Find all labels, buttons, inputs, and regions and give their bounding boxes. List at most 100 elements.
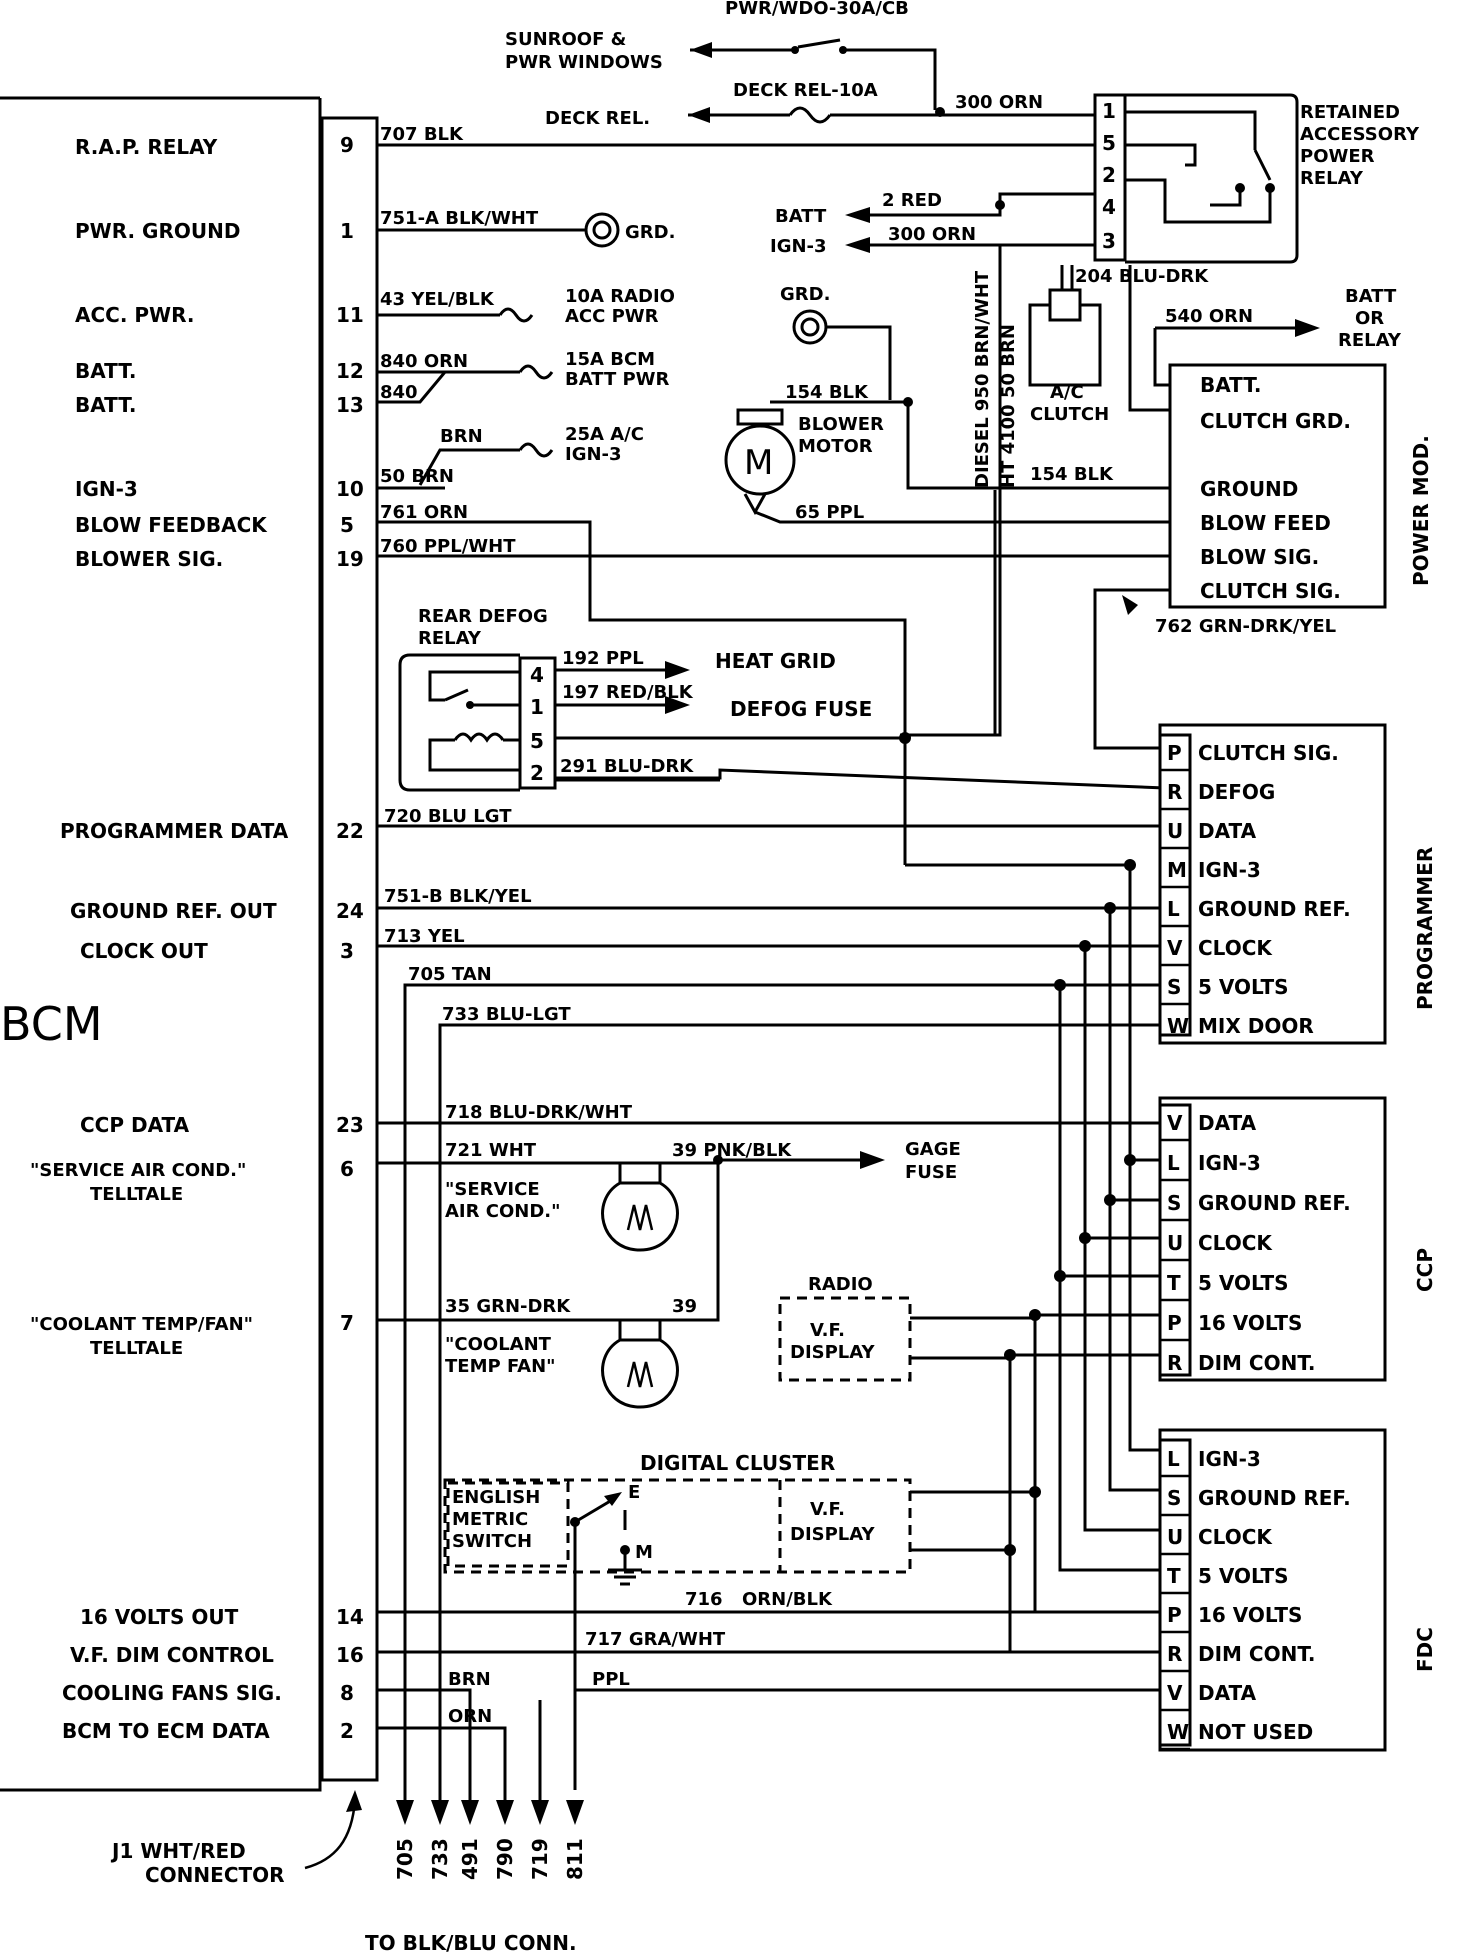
top-relay-area: PWR/WDO-30A/CB SUNROOF & PWR WINDOWS DEC…	[505, 0, 1420, 287]
bcm-top-wires: 707 BLK 751-A BLK/WHT GRD. 43 YEL/BLK 10…	[377, 124, 1170, 737]
fdc-pin-letter: L	[1167, 1447, 1180, 1471]
wire-705-tan: 705 TAN	[408, 964, 492, 985]
blower-m: M	[744, 443, 773, 483]
fdc-pin-label: CLOCK	[1198, 1525, 1273, 1549]
power-module: 540 ORN BATT OR RELAY BATT. CLUTCH GRD. …	[1093, 286, 1433, 750]
rap-pin-1: 1	[1102, 99, 1116, 123]
bottom-wire-number: 491	[458, 1838, 482, 1880]
fdc-pin-letter: V	[1167, 1681, 1183, 1705]
batt-or-relay-2: OR	[1355, 308, 1384, 329]
programmer-pin-letter: S	[1167, 975, 1181, 999]
bottom-wire-number: 733	[428, 1838, 452, 1880]
rap-pin-2: 2	[1102, 163, 1116, 187]
power-mod-title: POWER MOD.	[1409, 435, 1433, 586]
svc-bulb-2: AIR COND."	[445, 1201, 561, 1222]
arrow-down-icon	[461, 1800, 479, 1825]
ccp-pin-letter: V	[1167, 1111, 1183, 1135]
rap-pin-5: 5	[1102, 131, 1116, 155]
programmer-pin-letter: U	[1167, 819, 1183, 843]
programmer-pin-letter: W	[1167, 1014, 1189, 1038]
rap-pin-3: 3	[1102, 229, 1116, 253]
fdc-pin-label: 5 VOLTS	[1198, 1564, 1289, 1588]
ccp-pin-letter: P	[1167, 1311, 1182, 1335]
pin-num-6: 6	[340, 1157, 354, 1181]
ac-fuse-2: IGN-3	[565, 444, 622, 465]
switch-e: E	[628, 1482, 640, 1503]
ccp-pin-letter: U	[1167, 1231, 1183, 1255]
coil-icon	[453, 732, 505, 743]
wire-39-b: 39	[672, 1296, 697, 1317]
wire-154-blk-b: 154 BLK	[1030, 464, 1114, 485]
pin-label-blow-feedback: BLOW FEEDBACK	[75, 513, 268, 537]
pm-pin-batt: BATT.	[1200, 373, 1261, 397]
cluster-vf-2: DISPLAY	[790, 1524, 875, 1545]
pin-num-3: 3	[340, 939, 354, 963]
arrow-left-icon	[688, 107, 710, 123]
wire-733-blu: 733 BLU-LGT	[442, 1004, 571, 1025]
ccp-pin-label: IGN-3	[1198, 1151, 1261, 1175]
radio-fuse-2: ACC PWR	[565, 306, 659, 327]
fuse-icon	[788, 106, 832, 124]
pin-label-pwr-ground: PWR. GROUND	[75, 219, 240, 243]
service-ac-bulb-icon	[601, 1181, 679, 1252]
wire-192: 192 PPL	[562, 648, 644, 669]
wire-717: 717 GRA/WHT	[585, 1629, 726, 1650]
pin-num-16: 16	[336, 1643, 364, 1667]
arrow-left-icon	[845, 207, 870, 223]
bcm-title: BCM	[0, 997, 103, 1051]
switch-label-1: ENGLISH	[452, 1487, 540, 1508]
pin-label-batt-13: BATT.	[75, 393, 136, 417]
rear-defog-relay: REAR DEFOG RELAY 4 1 5 2 192 PPL HEAT GR…	[398, 606, 1166, 792]
defog-pin-1: 1	[530, 695, 544, 719]
power-module-body	[1168, 363, 1387, 609]
programmer-pin-letter: R	[1167, 780, 1182, 804]
arrow-down-icon	[566, 1800, 584, 1825]
pin-num-9: 9	[340, 133, 354, 157]
programmer-pin-label: DEFOG	[1198, 780, 1275, 804]
j1-label-1: J1 WHT/RED	[110, 1839, 246, 1863]
wire-751a-label: 751-A BLK/WHT	[380, 208, 539, 229]
english-metric-switch[interactable]	[446, 1481, 570, 1568]
wire-50-label: 50 BRN	[380, 466, 454, 487]
pin-label-coolant: "COOLANT TEMP/FAN"	[30, 1314, 253, 1335]
ccp-body	[1158, 1096, 1387, 1382]
wire-orn: ORN	[448, 1706, 492, 1727]
pin-label-cooling-fans: COOLING FANS SIG.	[62, 1681, 282, 1705]
programmer-pin-label: CLUTCH SIG.	[1198, 741, 1339, 765]
programmer-pin-label: DATA	[1198, 819, 1257, 843]
pin-label-clock-out: CLOCK OUT	[80, 939, 208, 963]
programmer-pin-label: CLOCK	[1198, 936, 1273, 960]
fuse-icon	[498, 307, 534, 323]
wire-840b-label: 840	[380, 382, 418, 403]
rap-relay-pins	[1093, 93, 1127, 262]
pin-label-ccp-data: CCP DATA	[80, 1113, 190, 1137]
fdc-title: FDC	[1413, 1627, 1437, 1672]
radio-vf-2: DISPLAY	[790, 1342, 875, 1363]
ccp-pin-strip	[1158, 1103, 1192, 1377]
to-blk-blu-conn: TO BLK/BLU CONN.	[365, 1931, 577, 1955]
heat-grid: HEAT GRID	[715, 649, 836, 673]
ccp-pin-letter: L	[1167, 1151, 1180, 1175]
pin-num-5: 5	[340, 513, 354, 537]
programmer-pin-strip	[1158, 733, 1192, 1037]
bottom-wire-number: 790	[493, 1838, 517, 1880]
defog-relay-body	[398, 653, 520, 792]
pwr-wdo-label: PWR/WDO-30A/CB	[725, 0, 909, 19]
batt-or-relay-3: RELAY	[1338, 330, 1402, 351]
pin-label-service-ac: "SERVICE AIR COND."	[30, 1160, 246, 1181]
arrow-down-icon	[431, 1800, 449, 1825]
pin-num-8: 8	[340, 1681, 354, 1705]
wire-204-blu-drk: 204 BLU-DRK	[1075, 266, 1209, 287]
wire-762: 762 GRN-DRK/YEL	[1155, 616, 1336, 637]
digital-cluster	[443, 1478, 912, 1574]
pm-pin-blow-sig: BLOW SIG.	[1200, 545, 1319, 569]
batt-or-relay-1: BATT	[1345, 286, 1397, 307]
bulb-base	[618, 1161, 662, 1185]
wire-761-label: 761 ORN	[380, 502, 468, 523]
pin-label-telltale-2: TELLTALE	[90, 1338, 183, 1359]
defog-title-2: RELAY	[418, 628, 482, 649]
pin-label-vf-dim: V.F. DIM CONTROL	[70, 1643, 274, 1667]
wire-716: 716	[685, 1589, 723, 1610]
